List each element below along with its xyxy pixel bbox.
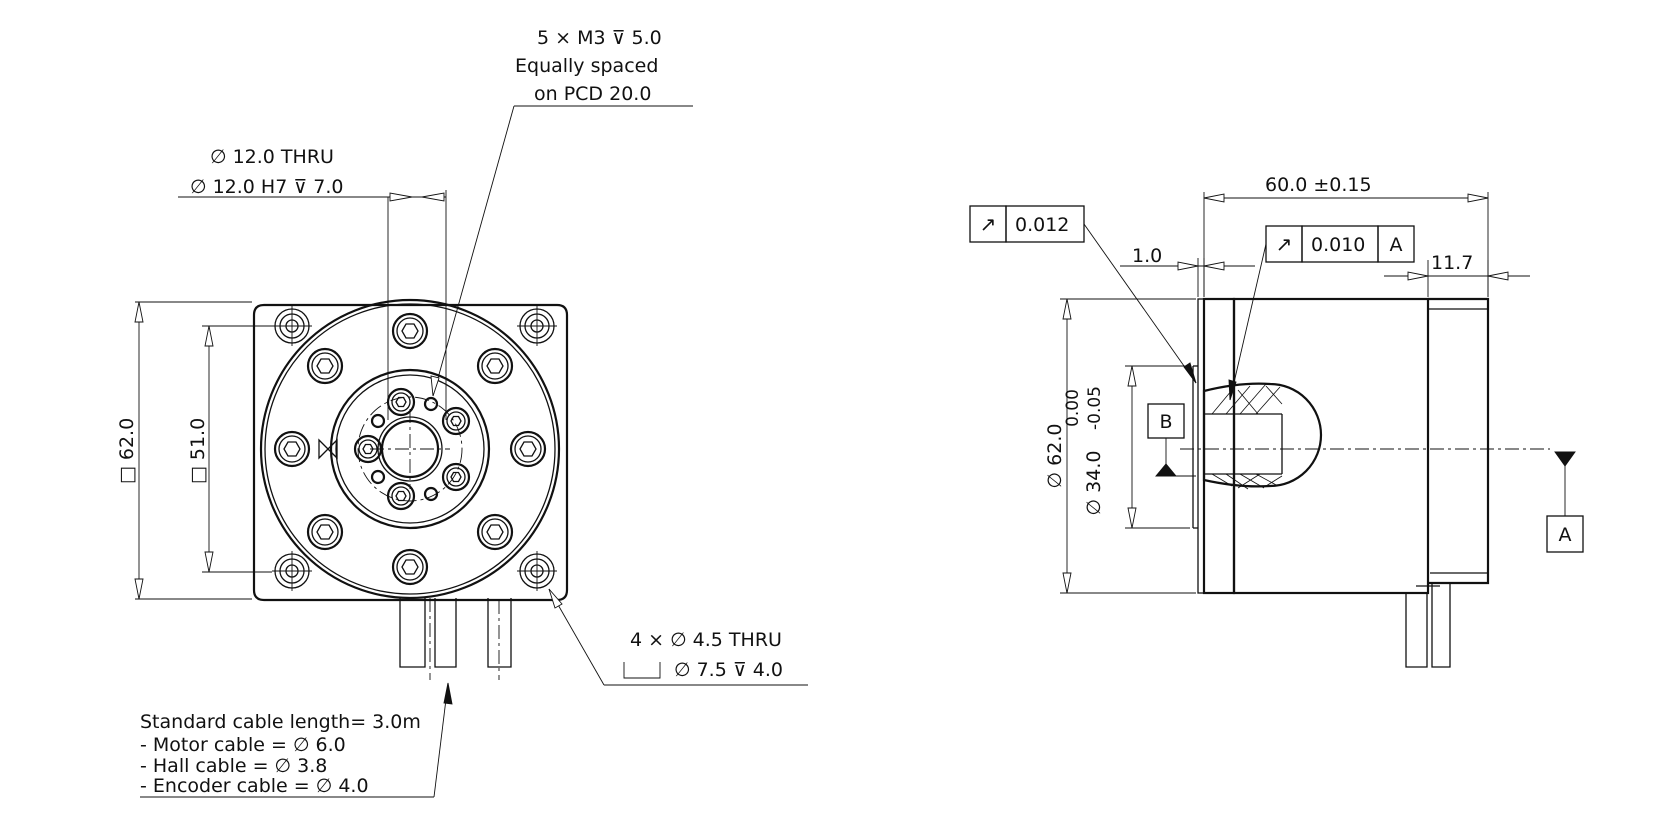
flange-screw bbox=[306, 513, 344, 551]
hub-screw bbox=[441, 406, 471, 436]
bore-callout-line2: ∅ 12.0 H7 ⊽ 7.0 bbox=[190, 176, 344, 198]
cable-note-line4: - Encoder cable = ∅ 4.0 bbox=[140, 775, 369, 797]
front-view: □ 62.0 □ 51.0 ∅ 12.0 THRU ∅ 12.0 H7 ⊽ 7.… bbox=[116, 27, 808, 798]
dim-spigot-tol-lower: -0.05 bbox=[1085, 386, 1105, 430]
flange-circle bbox=[259, 298, 561, 600]
dim-length: 60.0 ±0.15 bbox=[1265, 174, 1372, 196]
flange-screw bbox=[476, 347, 514, 385]
hub-screw bbox=[441, 462, 471, 492]
mount-hole-tl bbox=[271, 305, 313, 347]
flange-screw bbox=[391, 312, 429, 350]
tapped-hole bbox=[370, 413, 386, 429]
runout-bore-frame: ↗ 0.010 A bbox=[1265, 225, 1415, 263]
hub-outer bbox=[329, 368, 491, 530]
mount-hole-br bbox=[516, 550, 558, 592]
cable-note-line1: Standard cable length= 3.0m bbox=[140, 711, 421, 733]
flange-screw bbox=[273, 430, 311, 468]
section-cutout bbox=[1202, 382, 1323, 490]
tapped-callout-line3: on PCD 20.0 bbox=[534, 83, 651, 105]
motor-body bbox=[1232, 297, 1430, 595]
runout-icon: ↗ bbox=[980, 212, 997, 236]
dim-rear: 11.7 bbox=[1431, 252, 1473, 274]
cable-note-line2: - Motor cable = ∅ 6.0 bbox=[140, 734, 346, 756]
dim-inner: □ 51.0 bbox=[187, 418, 209, 484]
orientation-marker bbox=[318, 438, 338, 460]
hub-screw bbox=[386, 481, 416, 511]
mount-callout-line2: ∅ 7.5 ⊽ 4.0 bbox=[674, 659, 783, 681]
tapped-hole bbox=[423, 486, 439, 502]
runout-bore-value: 0.010 bbox=[1311, 234, 1365, 256]
dim-spigot: ∅ 34.0 bbox=[1083, 451, 1105, 516]
hub-inner bbox=[335, 374, 485, 524]
flange-screw bbox=[476, 513, 514, 551]
dim-spigot-tol-upper: 0.00 bbox=[1063, 389, 1083, 427]
datum-a-label: A bbox=[1559, 524, 1572, 546]
tapped-hole bbox=[423, 396, 439, 412]
side-cable bbox=[1405, 593, 1428, 668]
runout-face-frame: ↗ 0.012 bbox=[969, 205, 1085, 243]
mount-hole-tr bbox=[516, 305, 558, 347]
datum-b: B bbox=[1147, 403, 1196, 477]
runout-bore-datum: A bbox=[1390, 234, 1403, 256]
hub-screw bbox=[353, 434, 383, 464]
tapped-hole bbox=[370, 469, 386, 485]
rear-cover bbox=[1428, 297, 1490, 585]
cables bbox=[399, 598, 512, 680]
tapped-callout-line1: 5 × M3 ⊽ 5.0 bbox=[537, 27, 662, 49]
dim-outer: □ 62.0 bbox=[116, 418, 138, 484]
flange-screw bbox=[509, 430, 547, 468]
datum-b-label: B bbox=[1159, 411, 1172, 433]
tapped-callout-line2: Equally spaced bbox=[515, 55, 658, 77]
runout-icon: ↗ bbox=[1276, 232, 1293, 256]
mount-callout-line1: 4 × ∅ 4.5 THRU bbox=[630, 629, 782, 651]
dim-diameter: ∅ 62.0 bbox=[1044, 424, 1066, 489]
pcd-circle bbox=[357, 396, 463, 502]
datum-a: A bbox=[1546, 451, 1584, 553]
runout-face-value: 0.012 bbox=[1015, 214, 1069, 236]
hub-screw bbox=[386, 387, 416, 417]
flange-screw bbox=[391, 548, 429, 586]
cable-note-line3: - Hall cable = ∅ 3.8 bbox=[140, 755, 327, 777]
dim-flange: 1.0 bbox=[1132, 245, 1162, 267]
counterbore-icon bbox=[623, 662, 661, 679]
side-cable bbox=[1431, 583, 1451, 668]
side-view: 60.0 ±0.15 1.0 11.7 ∅ 62.0 ∅ 34.0 bbox=[969, 174, 1584, 668]
flange-screw bbox=[306, 347, 344, 385]
bore-callout-line1: ∅ 12.0 THRU bbox=[210, 146, 334, 168]
front-ring bbox=[1202, 297, 1236, 595]
